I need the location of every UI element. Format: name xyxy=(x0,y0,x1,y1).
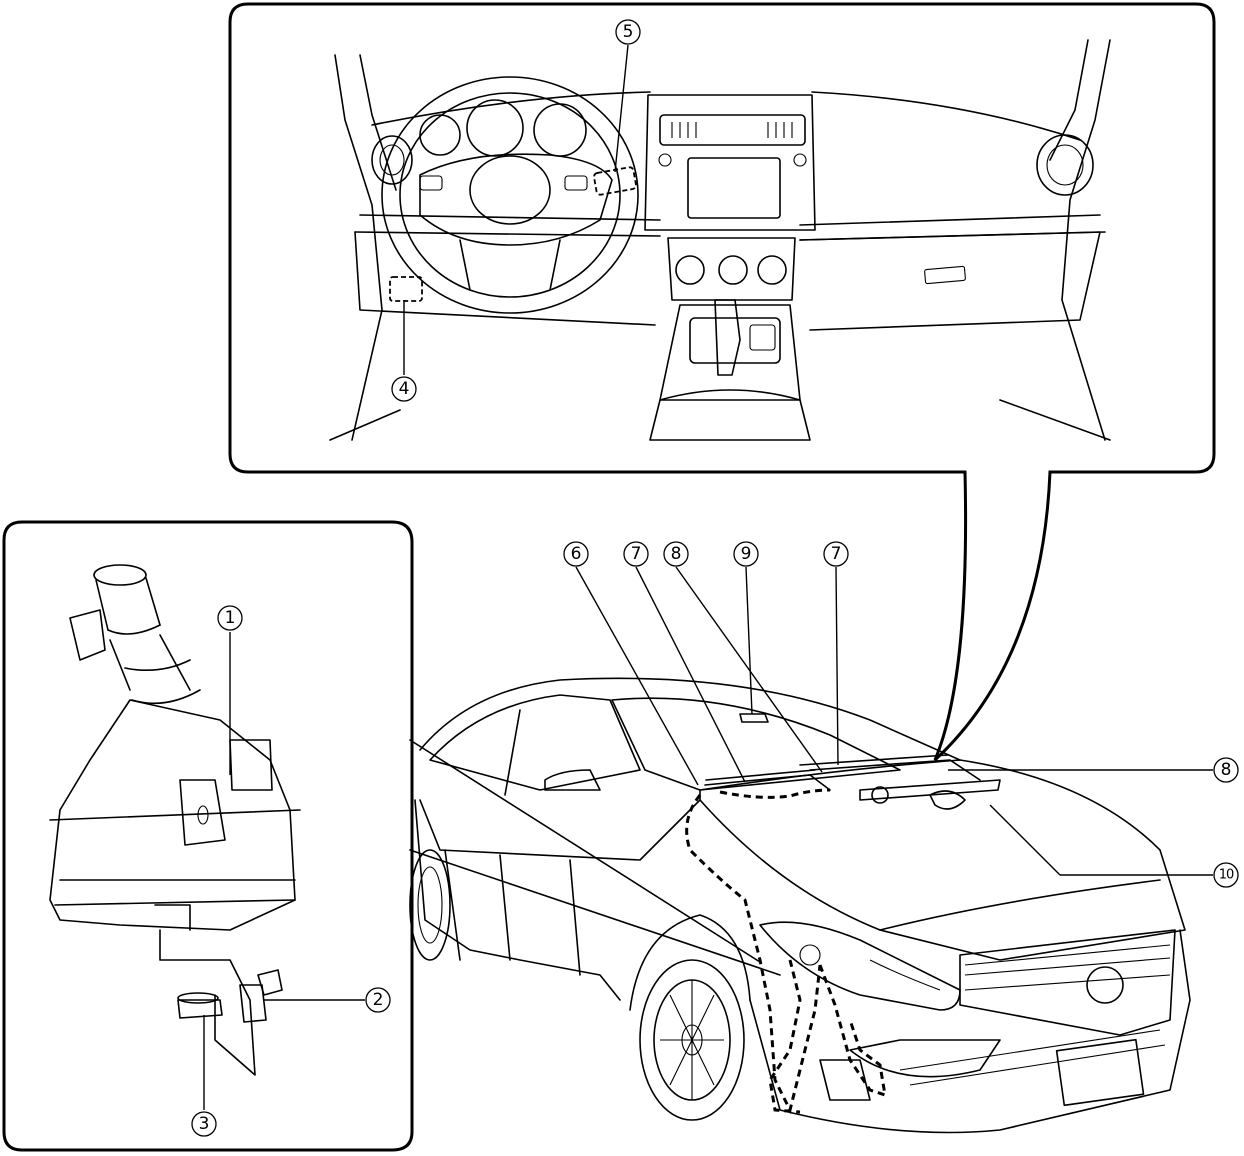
callout-8a-label: 8 xyxy=(671,544,682,564)
emblem xyxy=(1086,966,1124,1004)
front-body-control-module-location xyxy=(389,276,423,302)
climate-knob xyxy=(675,255,705,285)
climate-knob xyxy=(718,255,748,285)
callout-7a: 7 xyxy=(623,541,649,567)
roof-line xyxy=(419,677,961,761)
headlight xyxy=(759,921,961,1011)
right-wiper-blade xyxy=(799,754,949,766)
callout-7b: 7 xyxy=(823,541,849,567)
callout-8b: 8 xyxy=(1213,757,1239,783)
callout-9-label: 9 xyxy=(741,544,752,564)
callout-9: 9 xyxy=(733,541,759,567)
callout-2-label: 2 xyxy=(373,990,384,1010)
interior-dashboard-inset xyxy=(228,2,1216,762)
climate-knob xyxy=(757,255,787,285)
right-air-vent xyxy=(1036,134,1094,196)
callout-1-label: 1 xyxy=(225,608,236,628)
steering-wheel xyxy=(381,76,639,314)
washer-tank xyxy=(49,564,301,1076)
rain-sensor xyxy=(739,713,769,723)
windshield xyxy=(611,697,901,791)
callout-4: 4 xyxy=(391,376,417,402)
callout-5: 5 xyxy=(615,19,641,45)
left-air-vent xyxy=(371,135,413,185)
callout-8b-label: 8 xyxy=(1221,760,1232,780)
callout-1: 1 xyxy=(217,605,243,631)
front-bumper-vent xyxy=(849,1039,1001,1078)
speedometer-gauge xyxy=(466,99,524,157)
washer-fluid-level-sensor xyxy=(177,999,223,1019)
fog-lamp xyxy=(819,1059,871,1101)
vehicle-exterior xyxy=(409,677,1191,1134)
display-screen xyxy=(687,157,781,219)
left-wiper-arm xyxy=(704,774,831,791)
left-wiper-blade xyxy=(705,769,816,781)
callout-7b-label: 7 xyxy=(831,544,842,564)
callout-7a-label: 7 xyxy=(631,544,642,564)
interior-inset-frame xyxy=(228,2,1216,762)
front-washer-motor xyxy=(239,984,267,1023)
hood xyxy=(699,759,1186,961)
right-a-pillar xyxy=(1061,39,1111,441)
callout-6: 6 xyxy=(563,541,589,567)
washer-tank-inset-frame xyxy=(2,520,414,1152)
callout-10: 10 xyxy=(1213,862,1239,888)
callout-2: 2 xyxy=(365,987,391,1013)
front-wheel xyxy=(639,959,745,1121)
callout-3: 3 xyxy=(191,1111,217,1137)
washer-hose xyxy=(719,788,831,799)
washer-tank-inset xyxy=(2,520,414,1152)
callout-5-label: 5 xyxy=(623,22,634,42)
callout-8a: 8 xyxy=(663,541,689,567)
license-plate xyxy=(1055,1038,1145,1107)
callout-3-label: 3 xyxy=(199,1114,210,1134)
rear-door-window xyxy=(429,694,641,791)
glove-box xyxy=(799,231,1101,331)
callout-10-label: 10 xyxy=(1219,868,1234,883)
tachometer-gauge xyxy=(533,103,587,157)
center-console xyxy=(644,94,816,441)
windshield-wiper-motor-linkage xyxy=(859,779,1001,801)
left-a-pillar xyxy=(334,54,383,441)
right-wiper-arm xyxy=(809,759,981,781)
callout-6-label: 6 xyxy=(571,544,582,564)
center-air-vents xyxy=(659,114,806,146)
side-mirror xyxy=(544,769,601,791)
callout-4-label: 4 xyxy=(399,379,410,399)
gear-shift-lever xyxy=(714,299,741,376)
wiper-washer-switch xyxy=(593,166,637,196)
rear-wheel xyxy=(409,849,451,961)
